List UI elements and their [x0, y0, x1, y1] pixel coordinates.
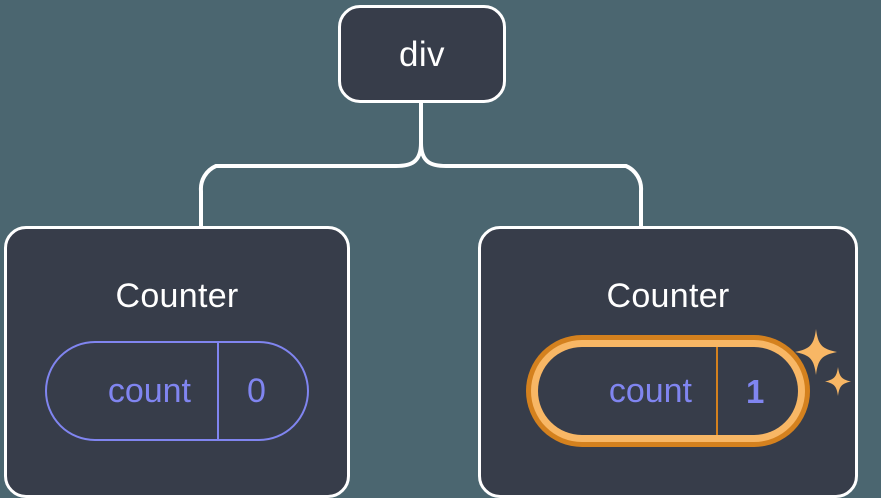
state-key-cell: count	[47, 343, 219, 439]
sparkle-small-icon	[825, 367, 851, 396]
state-pill-core: count 1	[538, 347, 798, 435]
state-pill-count-0[interactable]: count 0	[45, 341, 309, 441]
highlight-ring-inner: count 1	[531, 340, 805, 442]
counter-right-state-wrap: count 1	[526, 329, 851, 447]
state-value-cell: 0	[219, 343, 307, 439]
counter-left-title: Counter	[115, 277, 239, 315]
state-key-label: count	[107, 372, 191, 410]
state-value-label: 0	[247, 372, 266, 410]
connector-to-left-child	[198, 141, 423, 231]
state-value-cell: 1	[718, 347, 798, 435]
counter-left-state-wrap: count 0	[45, 341, 309, 441]
node-counter-left[interactable]: Counter count 0	[4, 226, 350, 498]
node-root-div[interactable]: div	[338, 5, 506, 103]
connector-to-right-child	[419, 141, 644, 231]
state-key-cell: count	[538, 347, 718, 435]
state-pill-count-1-highlighted[interactable]: count 1	[526, 335, 810, 447]
state-key-label: count	[608, 372, 692, 410]
counter-right-title: Counter	[606, 277, 730, 315]
root-node-label: div	[399, 34, 445, 74]
state-value-label: 1	[746, 372, 765, 410]
node-counter-right[interactable]: Counter count 1	[478, 226, 858, 498]
